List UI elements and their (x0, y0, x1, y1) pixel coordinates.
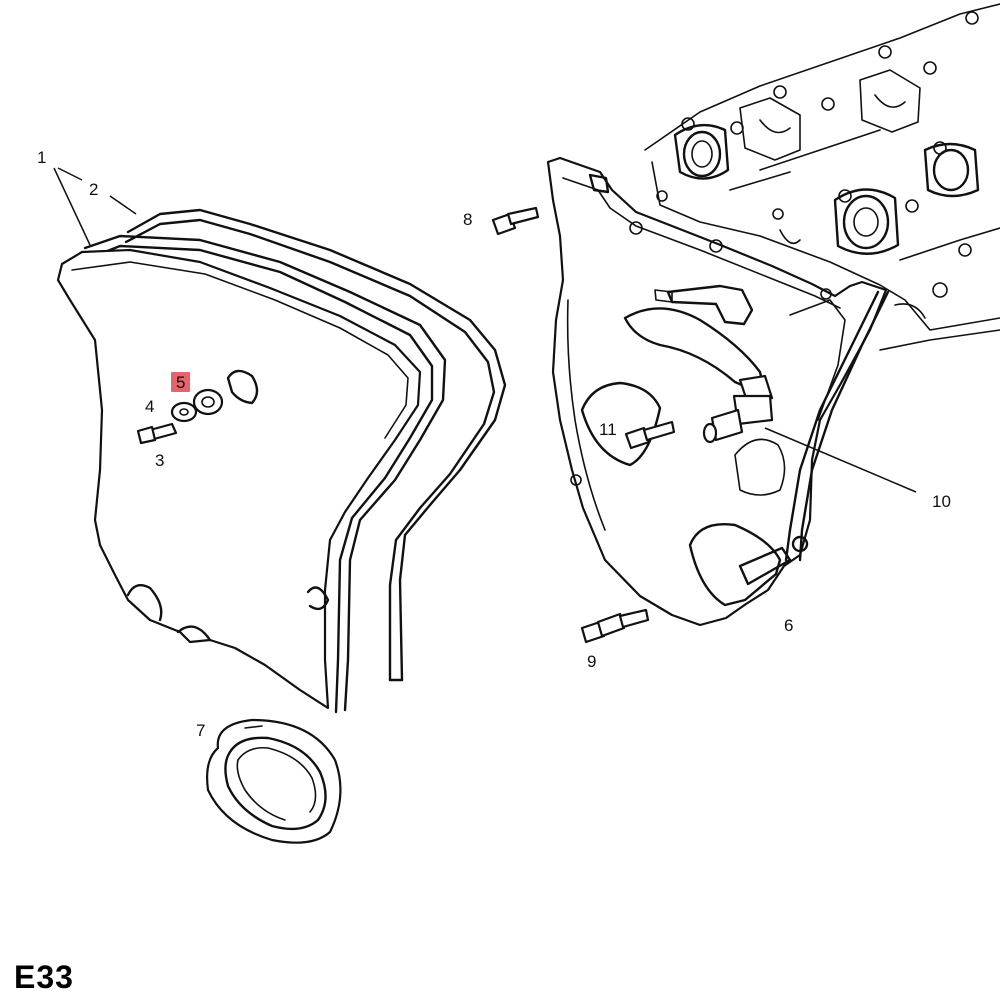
camshaft-sensor (702, 374, 774, 444)
front-timing-cover (56, 208, 507, 714)
part-label-8: 8 (463, 210, 473, 229)
diagram-code: E33 (14, 959, 74, 995)
bolt-11 (624, 420, 676, 450)
part-label-7: 7 (196, 721, 206, 740)
part-label-4: 4 (145, 397, 155, 416)
leader-lines (53, 167, 917, 493)
part-label-9: 9 (587, 652, 597, 671)
cylinder-head (644, 3, 1000, 351)
cover-fastener-set (136, 388, 224, 445)
part-label-1: 1 (37, 148, 47, 167)
rear-timing-cover (546, 156, 890, 627)
stud-9 (580, 608, 650, 644)
part-label-10: 10 (932, 492, 951, 511)
bolt-8 (491, 206, 540, 236)
part-label-11: 11 (599, 420, 617, 439)
part-label-5-highlighted[interactable]: 5 (171, 372, 191, 392)
oil-seal (206, 718, 342, 844)
part-label-6: 6 (784, 616, 794, 635)
part-label-2: 2 (89, 180, 99, 199)
part-label-3: 3 (155, 451, 165, 470)
